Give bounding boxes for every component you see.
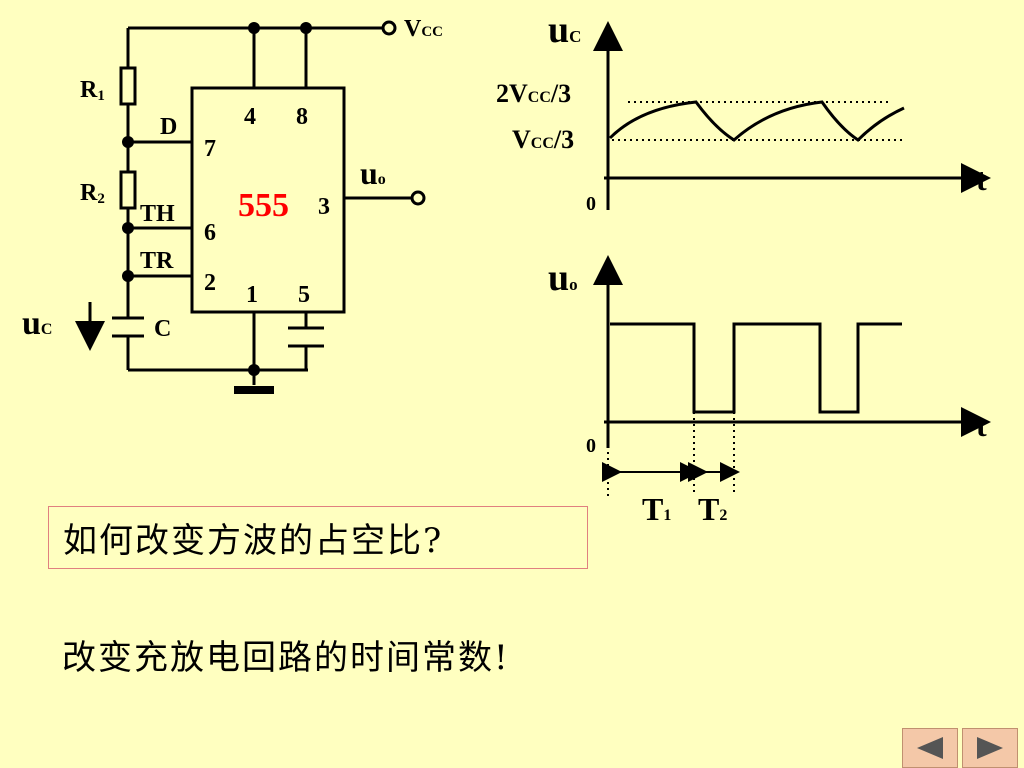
resistor-r1: [119, 66, 137, 106]
capacitor-pin5: [288, 326, 324, 348]
pin1-label: 1: [246, 282, 258, 308]
chip-555: [190, 86, 346, 314]
r1-label: R1: [80, 77, 105, 104]
pin8-label: 8: [296, 104, 308, 130]
t1-label: T1: [642, 491, 671, 527]
vcc-label: VCC: [404, 16, 443, 42]
cap-label: C: [154, 316, 171, 342]
junction-dots: [122, 22, 312, 376]
pin4-label: 4: [244, 104, 256, 130]
t2-label: T2: [698, 491, 727, 527]
answer-text: 改变充放电回路的时间常数!: [62, 638, 510, 678]
pin5-label: 5: [298, 282, 310, 308]
pin6-label: 6: [204, 220, 216, 246]
level-low-label: VCC/3: [512, 125, 574, 154]
question-box: 如何改变方波的占空比?: [48, 506, 588, 569]
uo-t-label: t: [976, 407, 987, 443]
uc-origin-label: 0: [586, 193, 596, 215]
triangle-left-icon: [917, 737, 943, 759]
triangle-right-icon: [977, 737, 1003, 759]
question-text: 如何改变方波的占空比?: [63, 521, 444, 561]
uo-axis-label: uo: [548, 257, 578, 299]
r2-label: R2: [80, 180, 105, 207]
prev-slide-button[interactable]: [902, 728, 958, 768]
uo-label: uo: [360, 155, 386, 191]
circuit-555: [126, 26, 412, 385]
pin-d-label: D: [160, 114, 177, 140]
pin2-label: 2: [204, 270, 216, 296]
uo-waveform: [610, 322, 902, 414]
graph-uc: [593, 21, 991, 210]
vcc-terminal: [381, 20, 397, 36]
uo-origin-label: 0: [586, 435, 596, 457]
output-terminal: [410, 190, 426, 206]
pin7-label: 7: [204, 136, 216, 162]
pin-tr-label: TR: [140, 248, 174, 274]
uc-axis-label: uC: [548, 9, 581, 51]
pin-th-label: TH: [140, 201, 175, 227]
chip-label: 555: [238, 187, 289, 224]
graph-uo: [593, 255, 991, 498]
ground-symbol: [234, 386, 274, 394]
resistor-r2: [119, 170, 137, 210]
next-slide-button[interactable]: [962, 728, 1018, 768]
capacitor-c: [112, 316, 144, 338]
pin3-label: 3: [318, 194, 330, 220]
uc-label: uC: [22, 305, 52, 342]
uc-waveform: [608, 100, 905, 142]
uc-t-label: t: [976, 161, 987, 197]
level-high-label: 2VCC/3: [496, 79, 571, 108]
